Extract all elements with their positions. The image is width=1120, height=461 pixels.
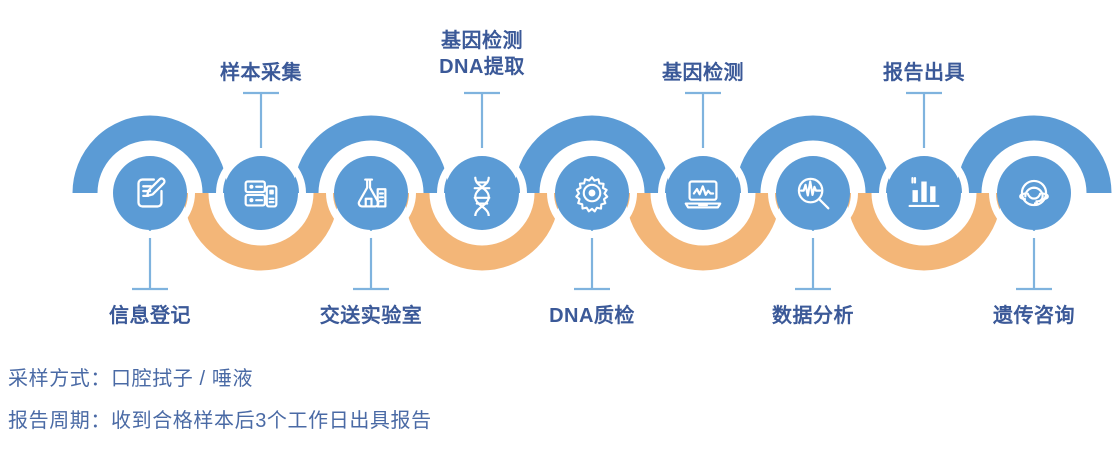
connector-top-6 [685,91,721,148]
connector-top-2 [243,91,279,148]
node-circle-7[interactable] [776,156,850,230]
node-halo-3 [326,148,416,238]
node-circle-5[interactable] [555,156,629,230]
node-halo-8 [879,148,969,238]
node-circle-group [113,156,1071,230]
node-halo-9 [989,148,1079,238]
wave-trough-1 [183,192,339,271]
node-halo-group [105,148,1079,238]
node-circle-2[interactable] [224,156,298,230]
node-halo-1 [105,148,195,238]
connector-bottom-3 [353,229,389,291]
wave-crest-5 [956,115,1112,194]
step-label-top-report-issued: 报告出具 [883,60,965,86]
step-label-bottom-deliver-lab: 交送实验室 [319,305,423,327]
node-circle-9[interactable] [997,156,1071,230]
wave-crest-4 [735,115,891,194]
footer-sampling-method: 采样方式：口腔拭子 / 唾液 [8,368,254,390]
connector-group [132,91,1052,291]
node-circle-4[interactable] [445,156,519,230]
node-circle-6[interactable] [666,156,740,230]
step-label-line1: 基因检测 [441,30,523,52]
wave-trough-group [183,192,1002,271]
connector-bottom-5 [574,229,610,291]
wave-trough-4 [846,192,1002,271]
connector-bottom-9 [1016,229,1052,291]
wave-crest-1 [72,115,228,194]
step-label-top-dna-extraction: 基因检测 DNA提取 [439,28,525,81]
node-circle-8[interactable] [887,156,961,230]
step-label-line2: DNA提取 [439,56,525,79]
step-label-bottom-info-registration: 信息登记 [109,305,191,327]
connector-bottom-1 [132,229,168,291]
step-label-bottom-dna-qc: DNA质检 [549,305,635,327]
node-halo-2 [216,148,306,238]
wave-crest-2 [293,115,449,194]
connector-bottom-7 [795,229,831,291]
node-halo-7 [768,148,858,238]
step-label-line1: 样本采集 [220,62,302,84]
step-label-bottom-data-analysis: 数据分析 [772,305,854,327]
step-label-top-sample-collection: 样本采集 [220,60,302,86]
wave-crest-group [72,115,1112,194]
node-halo-6 [658,148,748,238]
node-halo-4 [437,148,527,238]
step-label-line1: 基因检测 [662,62,744,84]
step-label-top-gene-testing: 基因检测 [662,60,744,86]
footer-report-cycle: 报告周期：收到合格样本后3个工作日出具报告 [8,410,432,432]
node-circle-1[interactable] [113,156,187,230]
wave-trough-2 [404,192,560,271]
wave-trough-3 [625,192,781,271]
step-label-bottom-genetic-counseling: 遗传咨询 [993,305,1075,327]
step-label-line1: 报告出具 [883,62,965,84]
connector-top-8 [906,91,942,148]
wave-crest-3 [514,115,670,194]
node-circle-3[interactable] [334,156,408,230]
connector-top-4 [464,91,500,148]
node-halo-5 [547,148,637,238]
